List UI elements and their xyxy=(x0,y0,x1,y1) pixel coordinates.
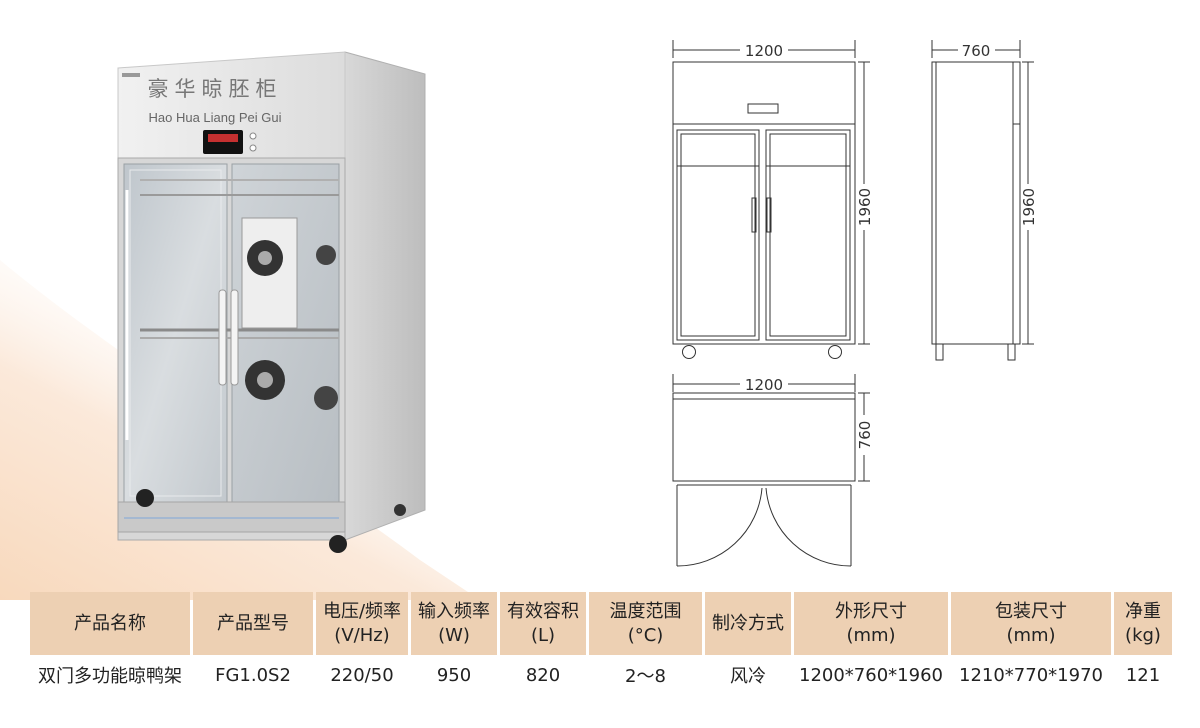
spec-data-row: 双门多功能晾鸭架 FG1.0S2 220/50 950 820 2～8 风冷 1… xyxy=(30,658,1172,692)
cell-voltage: 220/50 xyxy=(330,664,394,686)
cell-package-size: 1210*770*1970 xyxy=(959,664,1103,686)
sign-chinese-text: 豪华晾胚柜 xyxy=(148,77,283,101)
header-net-weight: 净重 (kg) xyxy=(1114,592,1172,655)
header-voltage: 电压/频率 (V/Hz) xyxy=(316,592,408,655)
header-package-size: 包装尺寸 (mm) xyxy=(951,592,1111,655)
header-volume: 有效容积 (L) xyxy=(500,592,586,655)
cell-net-weight: 121 xyxy=(1125,664,1161,686)
header-model: 产品型号 xyxy=(193,592,313,655)
sign-english-text: Hao Hua Liang Pei Gui xyxy=(149,110,282,125)
top-width-label: 1200 xyxy=(745,376,783,394)
cell-cooling: 风冷 xyxy=(730,666,766,687)
cell-dimensions: 1200*760*1960 xyxy=(799,664,943,686)
header-dimensions: 外形尺寸 (mm) xyxy=(794,592,948,655)
technical-drawings: 1200 1960 760 1960 1200 760 xyxy=(672,40,1038,567)
front-height-label: 1960 xyxy=(856,188,874,226)
spec-table: 产品名称 产品型号 电压/频率 (V/Hz) 输入频率 (W) 有效容积 (L)… xyxy=(30,592,1172,692)
cell-model: FG1.0S2 xyxy=(215,664,291,686)
product-photo: 豪华晾胚柜 Hao Hua Liang Pei Gui xyxy=(100,40,440,580)
header-temperature: 温度范围 (°C) xyxy=(589,592,702,655)
top-view-drawing xyxy=(672,374,870,567)
side-view-drawing xyxy=(931,40,1034,361)
cell-input-power: 950 xyxy=(436,664,472,686)
side-depth-label: 760 xyxy=(962,42,991,60)
cell-product-name: 双门多功能晾鸭架 xyxy=(38,666,182,687)
header-product-name: 产品名称 xyxy=(30,592,190,655)
top-depth-label: 760 xyxy=(856,421,874,450)
side-height-label: 1960 xyxy=(1020,188,1038,226)
front-width-label: 1200 xyxy=(745,42,783,60)
cell-temperature: 2～8 xyxy=(625,666,666,687)
cell-volume: 820 xyxy=(525,664,561,686)
spec-header-row: 产品名称 产品型号 电压/频率 (V/Hz) 输入频率 (W) 有效容积 (L)… xyxy=(30,592,1172,655)
front-view-drawing xyxy=(672,40,870,359)
header-cooling: 制冷方式 xyxy=(705,592,791,655)
header-input-power: 输入频率 (W) xyxy=(411,592,497,655)
